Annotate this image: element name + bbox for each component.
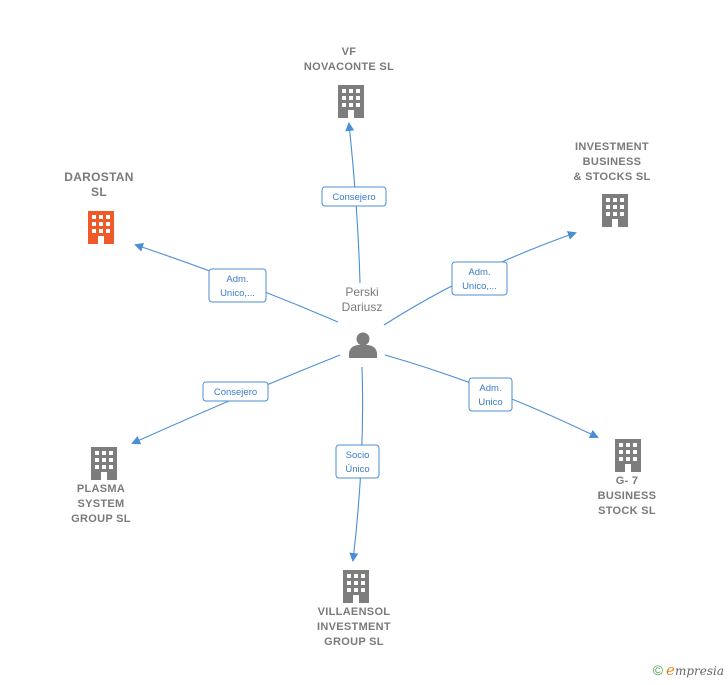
company-node-villa[interactable]: VILLAENSOL INVESTMENT GROUP SL <box>317 570 391 648</box>
company-name-line: NOVACONTE SL <box>304 61 394 73</box>
building-icon <box>88 211 114 244</box>
company-node-plasma[interactable]: PLASMA SYSTEM GROUP SL <box>71 447 131 525</box>
edge-line <box>345 122 361 284</box>
edge-label-text: Unico,... <box>220 288 255 299</box>
building-icon <box>91 447 117 480</box>
edge-label[interactable]: Adm. Unico,... <box>451 261 508 296</box>
edge-label-box <box>451 261 508 296</box>
edge-label-text: Único <box>345 464 369 475</box>
company-name-line: SYSTEM <box>77 498 124 510</box>
person-icon <box>349 332 377 358</box>
building-icon <box>615 439 641 472</box>
edge-label-text: Adm. <box>468 267 490 278</box>
edge-label-text: Consejero <box>332 192 375 203</box>
building-icon <box>602 194 628 227</box>
edge-label-box <box>208 268 267 303</box>
edges-layer: ConsejeroAdm.Unico,...Adm.Unico,...Conse… <box>131 122 599 562</box>
edge-label-box <box>321 186 387 207</box>
edge-label-text: Consejero <box>214 387 257 398</box>
brand-logo-text: mpresia <box>674 664 724 678</box>
company-name-line: G- 7 <box>616 475 639 487</box>
edge-label[interactable]: Consejero <box>321 186 387 207</box>
edge-label-box <box>468 377 513 412</box>
company-name-line: BUSINESS <box>598 490 657 502</box>
company-name-line: PLASMA <box>77 483 125 495</box>
edge-label-text: Adm. <box>226 274 248 285</box>
edge-label-box <box>335 444 380 479</box>
company-node-inv[interactable]: INVESTMENT BUSINESS & STOCKS SL <box>573 141 650 227</box>
building-icon <box>343 570 369 603</box>
company-name-line: VILLAENSOL <box>318 606 391 618</box>
company-name-line: INVESTMENT <box>317 621 391 633</box>
copyright-icon: © <box>652 662 664 678</box>
company-name-line: SL <box>91 185 107 199</box>
company-name-line: VF <box>342 46 357 58</box>
edge-label-text: Unico,... <box>462 281 497 292</box>
edge-plasma: Consejero <box>131 354 341 445</box>
company-node-g7[interactable]: G- 7 BUSINESS STOCK SL <box>598 439 657 517</box>
company-name-line: INVESTMENT <box>575 141 649 153</box>
footer-brand: ©empresia <box>653 661 724 679</box>
edge-darostan: Adm. Unico,... <box>134 242 339 323</box>
edge-label-text: Unico <box>478 397 502 408</box>
edge-inv: Adm. Unico,... <box>383 231 577 326</box>
edge-label-text: Socio <box>346 450 370 461</box>
company-name-line: STOCK SL <box>598 505 656 517</box>
edge-label[interactable]: Adm. Unico <box>468 377 513 412</box>
edge-label-text: Adm. <box>479 383 501 394</box>
company-name-line: BUSINESS <box>583 156 642 168</box>
company-name-line: & STOCKS SL <box>573 171 650 183</box>
company-name-line: GROUP SL <box>71 513 131 525</box>
company-node-vf[interactable]: VF NOVACONTE SL <box>304 46 394 118</box>
edge-label[interactable]: Consejero <box>202 381 269 402</box>
edge-g7: Adm. Unico <box>384 354 599 438</box>
brand-logo-initial: e <box>666 661 675 679</box>
edge-label[interactable]: Adm. Unico,... <box>208 268 267 303</box>
building-icon <box>338 85 364 118</box>
edge-vf: Consejero <box>321 122 387 284</box>
person-name-line: Perski <box>345 285 378 299</box>
nodes-layer: VF NOVACONTE SL INVESTMENT BUSINESS & STOCKS… <box>64 46 656 648</box>
person-name-line: Dariusz <box>342 300 383 314</box>
company-name-line: DAROSTAN <box>64 170 134 184</box>
company-name-line: GROUP SL <box>324 636 384 648</box>
edge-label-box <box>202 381 269 402</box>
